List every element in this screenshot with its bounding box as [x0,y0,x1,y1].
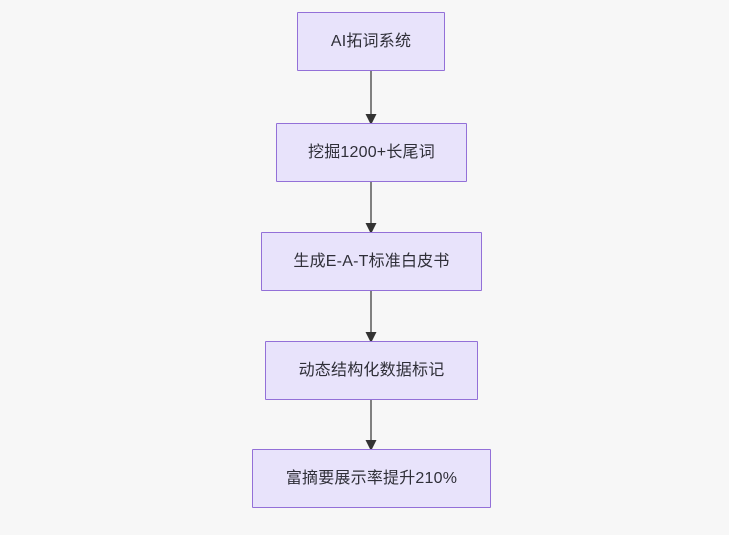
flow-node-label: 动态结构化数据标记 [298,361,445,379]
edge-n4-n5 [363,398,379,453]
flow-node-label: 生成E-A-T标准白皮书 [293,252,450,270]
flow-node-label: 富摘要展示率提升210% [285,469,458,487]
flow-node-generate-eat-whitepaper[interactable]: 生成E-A-T标准白皮书 [261,232,482,291]
edge-n1-n2 [363,69,379,127]
flow-node-rich-snippet-rate-increase[interactable]: 富摘要展示率提升210% [252,449,491,508]
flow-node-label: 挖掘1200+长尾词 [308,143,435,161]
flow-node-dynamic-structured-data-markup[interactable]: 动态结构化数据标记 [265,341,478,400]
edge-n2-n3 [363,180,379,236]
flow-node-label: AI拓词系统 [330,32,412,50]
edge-n3-n4 [363,289,379,345]
flow-node-ai-keyword-system[interactable]: AI拓词系统 [297,12,445,71]
flow-node-mine-longtail-keywords[interactable]: 挖掘1200+长尾词 [276,123,467,182]
